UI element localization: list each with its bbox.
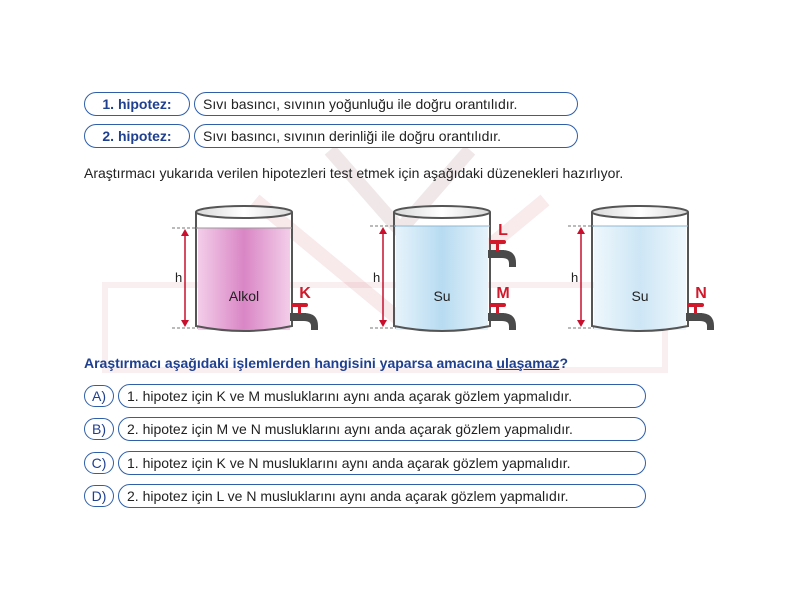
option-d-text[interactable]: 2. hipotez için L ve N musluklarını aynı… [118,484,646,508]
hypothesis-1-text: Sıvı basıncı, sıvının yoğunluğu ile doğr… [194,92,578,116]
tap-n-icon [686,303,714,330]
liquid-label-2: Su [433,288,450,304]
tap-l-icon [488,240,516,267]
hypothesis-1: 1. hipotez: Sıvı basıncı, sıvının yoğunl… [84,92,578,116]
question-underlined: ulaşamaz [496,355,560,371]
liquid-su-1 [396,226,488,330]
liquid-su-2 [594,226,686,330]
question-text: Araştırmacı aşağıdaki işlemlerden hangis… [84,355,568,371]
question-before: Araştırmacı aşağıdaki işlemlerden hangis… [84,355,497,371]
option-a[interactable]: A) 1. hipotez için K ve M musluklarını a… [84,384,646,408]
option-b-letter[interactable]: B) [84,418,114,440]
option-c-text[interactable]: 1. hipotez için K ve N musluklarını aynı… [118,451,646,475]
liquid-alkol [198,228,290,330]
tap-m-label: M [496,285,509,302]
intro-text: Araştırmacı yukarıda verilen hipotezleri… [84,165,624,181]
option-a-text[interactable]: 1. hipotez için K ve M musluklarını aynı… [118,384,646,408]
option-b[interactable]: B) 2. hipotez için M ve N musluklarını a… [84,417,646,441]
tap-k-icon [290,303,318,330]
option-c-letter[interactable]: C) [84,452,114,474]
container-su-2 [568,205,714,332]
option-d[interactable]: D) 2. hipotez için L ve N musluklarını a… [84,484,646,508]
option-d-letter[interactable]: D) [84,485,114,507]
hypothesis-2: 2. hipotez: Sıvı basıncı, sıvının derinl… [84,124,578,148]
height-label-1: h [175,270,182,285]
tap-l-label: L [498,222,508,239]
container-su-1 [370,205,516,332]
option-c[interactable]: C) 1. hipotez için K ve N musluklarını a… [84,451,646,475]
tap-m-icon [488,303,516,330]
hypothesis-1-label: 1. hipotez: [84,92,190,116]
liquid-label-1: Alkol [229,288,259,304]
hypothesis-2-label: 2. hipotez: [84,124,190,148]
tap-k-label: K [299,285,311,302]
container-alkol [172,205,318,332]
height-label-2: h [373,270,380,285]
liquid-label-3: Su [631,288,648,304]
height-label-3: h [571,270,578,285]
containers-diagram: h h h Alkol Su Su K L M N [172,205,714,332]
question-after: ? [559,355,569,371]
option-b-text[interactable]: 2. hipotez için M ve N musluklarını aynı… [118,417,646,441]
hypothesis-2-text: Sıvı basıncı, sıvının derinliği ile doğr… [194,124,578,148]
option-a-letter[interactable]: A) [84,385,114,407]
tap-n-label: N [695,285,707,302]
